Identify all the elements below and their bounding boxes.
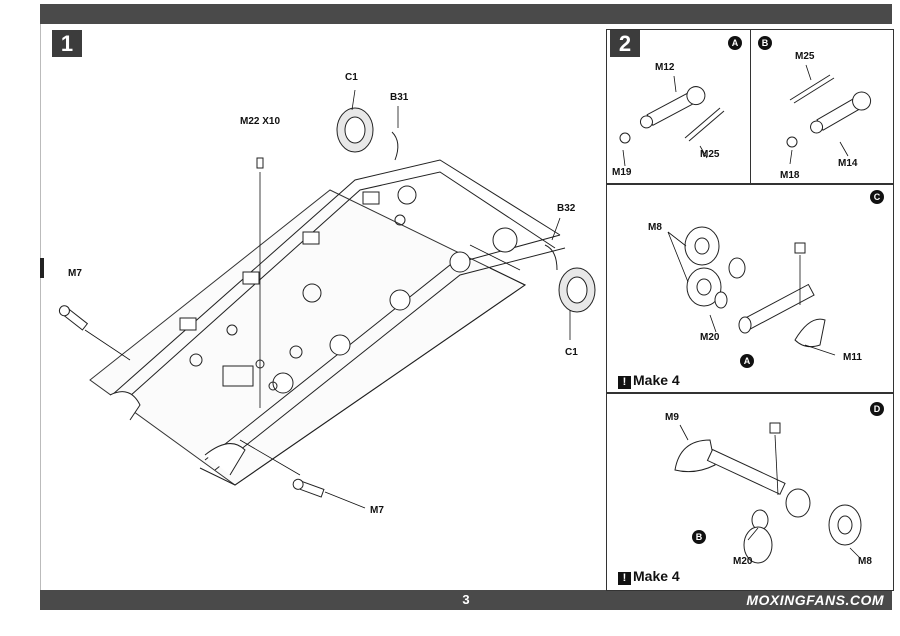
label-c1-bottom: C1 (565, 347, 578, 358)
subassembly-a-ref: A (740, 354, 754, 368)
label-m9: M9 (665, 412, 679, 423)
subassembly-b-ref: B (692, 530, 706, 544)
label-m20-c: M20 (700, 332, 720, 343)
step-1-badge: 1 (52, 30, 82, 57)
step-2-badge: 2 (610, 30, 640, 57)
top-bar (40, 4, 892, 24)
watermark-text: MOXINGFANS.COM (746, 592, 884, 608)
subassembly-d-marker: D (870, 402, 884, 416)
page-number: 3 (462, 592, 470, 607)
label-m7-bottom: M7 (370, 505, 384, 516)
label-m12: M12 (655, 62, 675, 73)
label-m8-d: M8 (858, 556, 872, 567)
make-4-text-d: Make 4 (633, 568, 680, 584)
label-m11: M11 (843, 352, 862, 363)
label-c1-top: C1 (345, 72, 358, 83)
panel-divider (750, 29, 751, 183)
label-m14: M14 (838, 158, 858, 169)
make-4-note-c: !Make 4 (618, 372, 680, 389)
warning-icon: ! (618, 572, 631, 585)
label-m22: M22 X10 (240, 116, 281, 127)
bottom-bar: 3 MOXINGFANS.COM (40, 590, 892, 610)
label-m25-a: M25 (700, 149, 720, 160)
label-m18: M18 (780, 170, 800, 181)
label-b32: B32 (557, 203, 576, 214)
label-m8-c: M8 (648, 222, 662, 233)
make-4-note-d: !Make 4 (618, 568, 680, 585)
subassembly-a-marker: A (728, 36, 742, 50)
label-b31: B31 (390, 92, 409, 103)
step-2-panel-d (606, 393, 894, 591)
subassembly-b-marker: B (758, 36, 772, 50)
label-m25-b: M25 (795, 51, 815, 62)
left-margin-line (40, 24, 41, 590)
label-m19: M19 (612, 167, 632, 178)
warning-icon: ! (618, 376, 631, 389)
left-edge-marker (40, 258, 44, 278)
label-m7-left: M7 (68, 268, 82, 279)
label-m20-d: M20 (733, 556, 753, 567)
make-4-text-c: Make 4 (633, 372, 680, 388)
step-2-panel-c (606, 184, 894, 393)
subassembly-c-marker: C (870, 190, 884, 204)
